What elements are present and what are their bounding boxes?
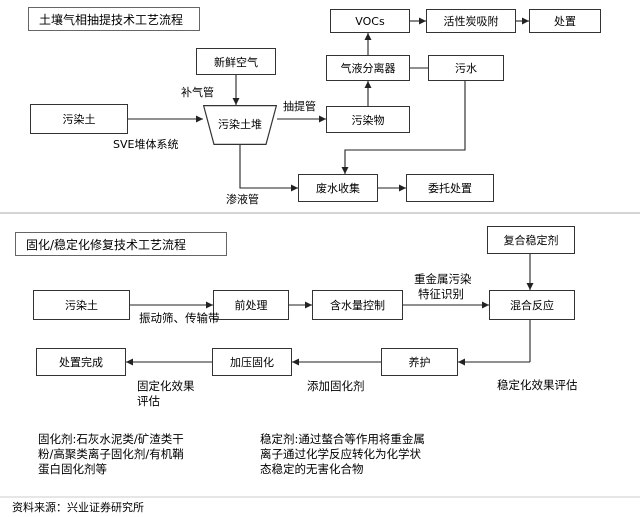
label-screening: 振动筛、传输带 [139,311,220,325]
box-pollutant: 污染物 [326,106,410,133]
note-solidifier: 固化剂:石灰水泥类/矿渣类干 粉/高聚类离子固化剂/有机鞘 蛋白固化剂等 [38,432,184,476]
label-make-up-pipe: 补气管 [181,86,214,99]
box-disposal: 处置 [529,9,601,33]
box-contaminated-soil-ss: 污染土 [33,290,130,320]
section-title-solidification: 固化/稳定化修复技术工艺流程 [15,232,227,256]
label-sve-system: SVE堆体系统 [113,138,179,151]
box-vocs: VOCs [330,9,410,33]
box-activated-carbon: 活性炭吸附 [426,9,516,33]
section-title-sve: 土壤气相抽提技术工艺流程 [28,7,200,31]
box-mixing-reaction: 混合反应 [489,290,575,320]
label-heavy-metal-line1: 重金属污染 [414,272,472,286]
box-entrusted-disposal: 委托处置 [406,174,494,202]
label-leachate-pipe: 渗液管 [226,193,259,206]
box-wastewater-collection: 废水收集 [298,174,378,202]
label-heavy-metal-line2: 特征识别 [418,287,464,301]
label-extraction-pipe: 抽提管 [283,100,316,113]
note-stabilizer: 稳定剂:通过螯合等作用将重金属 离子通过化学反应转化为化学状 态稳定的无害化合物 [260,432,425,476]
box-pretreatment: 前处理 [213,290,289,320]
box-gas-liquid-separator: 气液分离器 [326,55,410,81]
label-add-solidifier: 添加固化剂 [307,379,365,393]
label-stabilization-eval: 稳定化效果评估 [497,378,578,392]
label-solidification-eval: 固定化效果 评估 [137,379,195,408]
box-pressure-solidification: 加压固化 [212,348,292,376]
box-moisture-control: 含水量控制 [312,290,403,320]
box-disposal-complete: 处置完成 [36,348,126,376]
source-note: 资料来源：兴业证券研究所 [12,501,144,514]
box-composite-stabilizer: 复合稳定剂 [487,226,575,254]
box-wastewater: 污水 [428,55,504,81]
box-curing: 养护 [381,348,458,376]
box-contaminated-soil-sve: 污染土 [30,104,128,134]
box-soil-pile: 污染土堆 [203,105,277,145]
box-fresh-air: 新鲜空气 [196,48,276,75]
soil-pile-label: 污染土堆 [218,118,262,131]
